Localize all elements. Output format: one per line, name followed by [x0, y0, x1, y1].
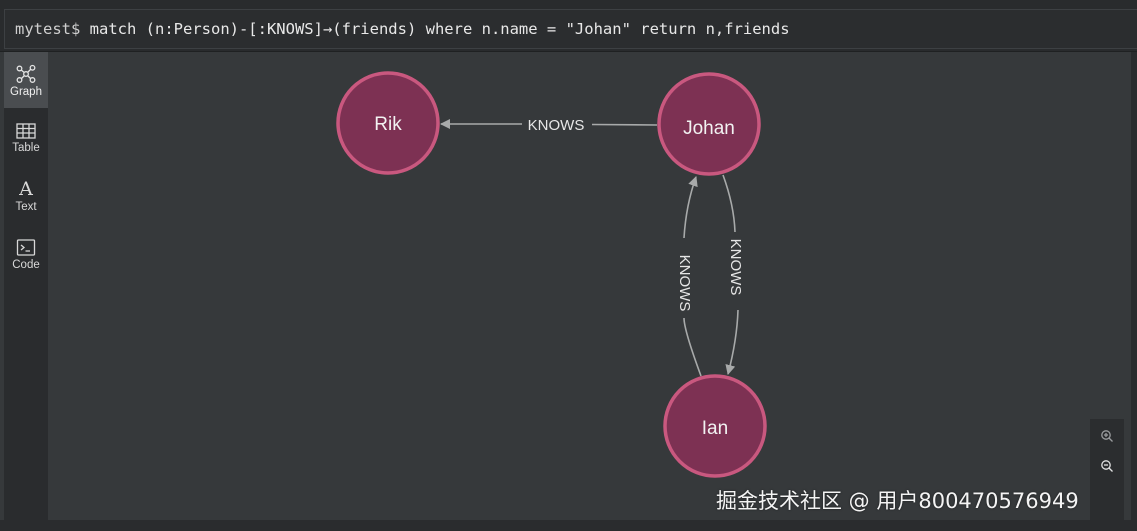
node-caption: Johan: [683, 118, 735, 139]
node-caption: Ian: [702, 418, 728, 439]
code-icon: [16, 239, 36, 256]
graph-canvas[interactable]: KNOWS KNOWS KNOWS Rik Johan: [48, 52, 1131, 520]
view-tab-label: Table: [12, 142, 40, 154]
relationship-johan-rik[interactable]: KNOWS: [440, 117, 658, 134]
query-text[interactable]: match (n:Person)-[:KNOWS]→(friends) wher…: [89, 20, 790, 38]
relationship-ian-johan[interactable]: KNOWS: [676, 176, 702, 377]
view-tab-label: Text: [15, 201, 37, 213]
view-tab-graph[interactable]: Graph: [4, 52, 48, 108]
scrollbar[interactable]: [1131, 52, 1137, 531]
query-prompt: mytest$: [15, 20, 81, 38]
query-bar: mytest$ match (n:Person)-[:KNOWS]→(frien…: [0, 0, 1137, 52]
view-tab-code[interactable]: Code: [4, 226, 48, 282]
node-caption: Rik: [374, 114, 402, 135]
node-ian[interactable]: Ian: [663, 374, 767, 478]
relationship-label: KNOWS: [727, 239, 744, 296]
view-sidebar: Graph Table A Text: [4, 52, 48, 520]
query-editor[interactable]: mytest$ match (n:Person)-[:KNOWS]→(frien…: [4, 9, 1137, 49]
table-icon: [16, 123, 36, 139]
zoom-in-icon: [1101, 430, 1113, 442]
node-johan[interactable]: Johan: [657, 72, 761, 176]
frame-bottom-border: [0, 520, 1137, 531]
zoom-in-button[interactable]: [1090, 421, 1124, 451]
graph-icon: [16, 64, 36, 83]
relationship-label: KNOWS: [676, 255, 693, 312]
watermark: 掘金技术社区 @ 用户800470576949: [716, 489, 1079, 513]
zoom-out-button[interactable]: [1090, 451, 1124, 481]
view-tab-text[interactable]: A Text: [4, 168, 48, 224]
view-tab-label: Graph: [10, 86, 42, 98]
view-tab-table[interactable]: Table: [4, 110, 48, 166]
view-tab-label: Code: [12, 259, 40, 271]
text-icon: A: [19, 178, 33, 200]
graph-svg[interactable]: KNOWS KNOWS KNOWS Rik Johan: [48, 52, 1131, 520]
relationship-label: KNOWS: [528, 117, 585, 134]
zoom-controls: [1090, 419, 1124, 520]
relationship-johan-ian[interactable]: KNOWS: [722, 174, 744, 375]
zoom-out-icon: [1101, 460, 1113, 472]
node-rik[interactable]: Rik: [336, 71, 440, 175]
